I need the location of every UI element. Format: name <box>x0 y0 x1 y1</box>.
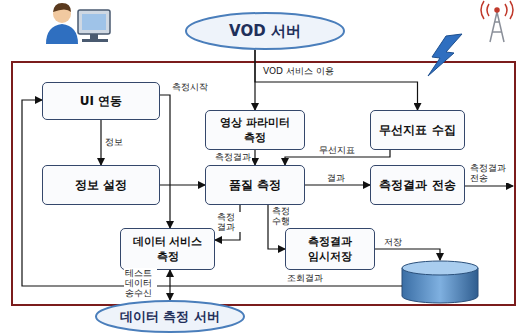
node-label: 무선지표 수집 <box>379 123 455 138</box>
connector-arrow <box>160 184 205 185</box>
node-label: 영상 파라미터 측정 <box>210 115 300 145</box>
database-cylinder <box>402 261 478 303</box>
process-box: UI 연동 <box>42 82 160 120</box>
antenna-icon <box>481 1 513 42</box>
process-box: 정보 설정 <box>42 165 160 205</box>
node-label: 측정결과 전송 <box>379 178 455 193</box>
process-box: 무선지표 수집 <box>370 110 465 150</box>
system-frame <box>12 62 515 305</box>
connector-arrow <box>169 270 170 300</box>
edge-label: 측정 결과 <box>216 212 241 232</box>
node-label: 데이터 측정 서버 <box>120 309 220 325</box>
store-arrow <box>375 249 440 260</box>
process-box: 데이터 서비스 측정 <box>120 228 215 270</box>
flow-label: 저장 <box>383 237 403 247</box>
edge-label: 측정결과 <box>214 152 252 162</box>
server-ellipse: 데이터 측정 서버 <box>95 300 245 333</box>
transmit-arrow <box>465 185 513 186</box>
connector-arrow <box>254 150 255 165</box>
node-label: 측정결과 임시저장 <box>290 234 370 264</box>
process-box: 측정결과 임시저장 <box>285 228 375 270</box>
edge-label: 측정 수행 <box>271 206 296 226</box>
node-label: 품질 측정 <box>229 178 281 193</box>
node-label: 데이터 서비스 측정 <box>125 234 210 264</box>
edge-label: VOD 서비스 이용 <box>262 66 335 76</box>
edge-label: 결과 <box>326 173 346 183</box>
flow-label: 조회결과 <box>286 273 324 283</box>
process-box: 품질 측정 <box>205 165 305 205</box>
connector-arrow <box>160 95 170 228</box>
node-label: VOD 서버 <box>229 22 301 40</box>
user-icon <box>46 3 110 44</box>
process-box: 영상 파라미터 측정 <box>205 110 305 150</box>
connector-arrow <box>305 184 370 185</box>
edge-label: 측정시작 <box>171 82 209 92</box>
connector-arrow <box>255 50 418 110</box>
edge-label: 테스트 데이터 송수신 <box>124 268 157 298</box>
edge-label: 무선지표 <box>318 145 356 155</box>
connector-arrow <box>100 120 101 165</box>
flow-label: 측정결과 전송 <box>469 163 510 183</box>
edge-label: 정보 <box>104 137 124 147</box>
server-ellipse: VOD 서버 <box>185 12 345 50</box>
node-label: UI 연동 <box>80 94 122 109</box>
node-label: 정보 설정 <box>75 178 127 193</box>
wireless-bolt <box>428 34 462 76</box>
process-box: 측정결과 전송 <box>370 165 465 205</box>
query-arrow <box>22 100 402 286</box>
